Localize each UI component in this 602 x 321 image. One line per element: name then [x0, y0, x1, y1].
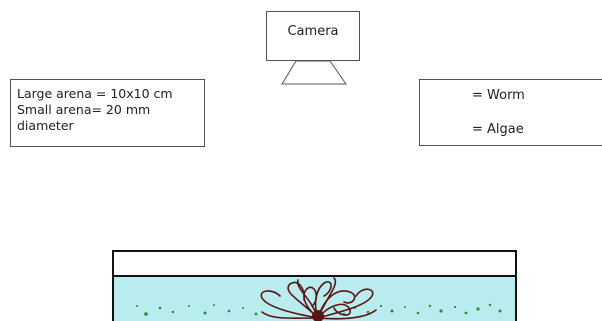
arena-info-line-2: Small arena= 20 mm — [17, 102, 204, 118]
arena-info-box: Large arena = 10x10 cm Small arena= 20 m… — [10, 79, 205, 147]
camera-box: Camera — [266, 11, 360, 61]
legend-worm-label: = Worm — [472, 88, 525, 103]
camera-stand — [282, 61, 346, 84]
camera-label: Camera — [287, 24, 338, 39]
legend-algae-label: = Algae — [472, 122, 524, 137]
legend-box: = Worm = Algae — [419, 79, 602, 146]
arena-info-line-1: Large arena = 10x10 cm — [17, 86, 204, 102]
arena-lid — [113, 251, 516, 276]
arena-info-line-3: diameter — [17, 118, 204, 134]
